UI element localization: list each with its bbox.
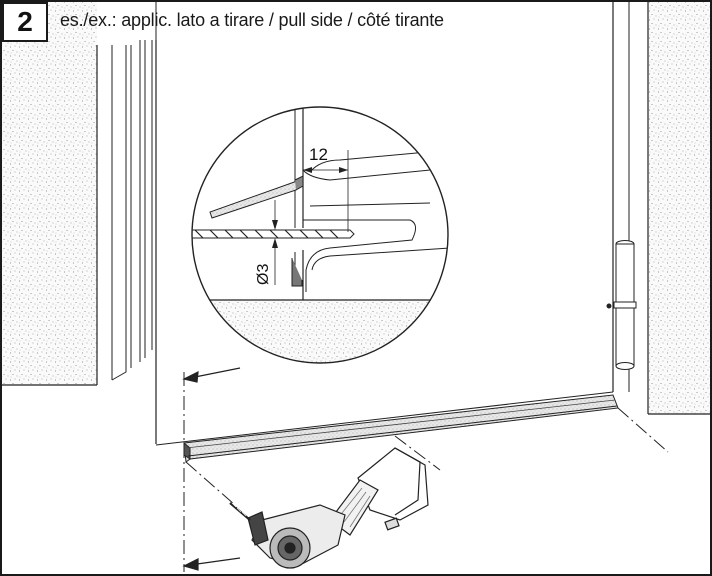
step-caption: es./ex.: applic. lato a tirare / pull si… <box>60 10 444 30</box>
step-number: 2 <box>2 2 48 42</box>
drill-icon <box>229 447 429 569</box>
right-wall <box>647 2 710 415</box>
dimension-12-label: 12 <box>309 145 328 164</box>
hinge-icon <box>606 240 637 370</box>
door-seal-profile <box>183 394 619 463</box>
door-frame-left <box>96 40 157 444</box>
left-wall <box>2 2 98 386</box>
drill-axis-lines <box>183 372 669 572</box>
dimension-drill-label: Ø3 <box>255 264 272 285</box>
position-arrows <box>182 367 241 571</box>
